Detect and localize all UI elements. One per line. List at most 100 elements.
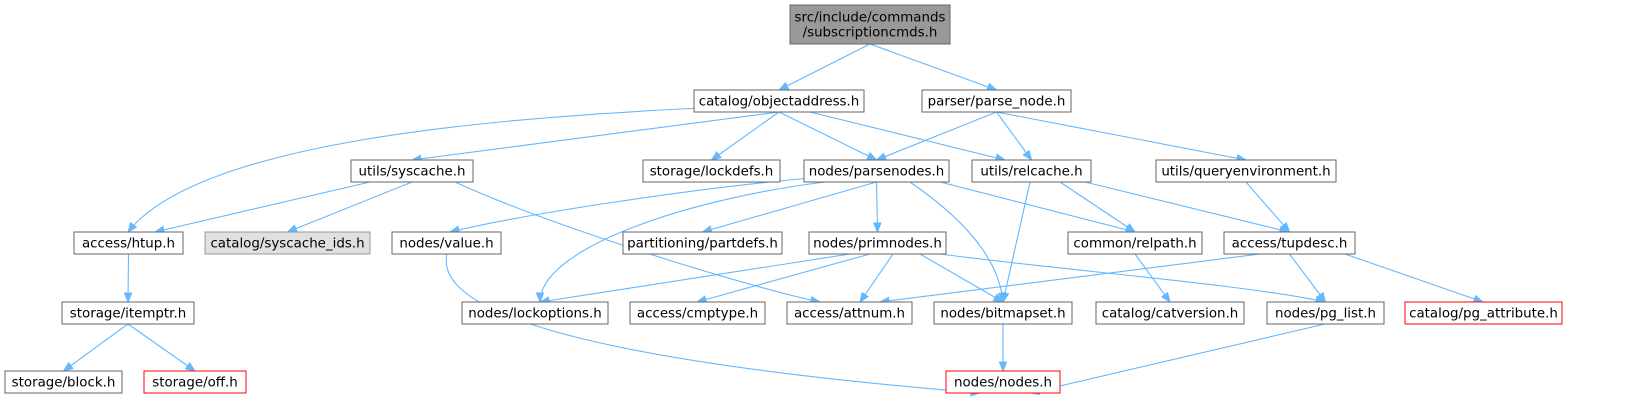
edge-relcache-to-bitmapset — [1000, 181, 1031, 304]
edge-line — [1344, 253, 1484, 303]
node-box — [1404, 301, 1563, 325]
node-box — [629, 301, 766, 325]
node-root: src/include/commands/subscriptioncmds.h — [789, 4, 951, 45]
node-label: nodes/pg_list.h — [1275, 307, 1376, 322]
node-pg_attribute[interactable]: catalog/pg_attribute.h — [1404, 301, 1563, 325]
edge-line — [696, 253, 871, 303]
edge-line — [879, 253, 1261, 303]
edge-line — [1134, 253, 1171, 303]
node-value[interactable]: nodes/value.h — [391, 231, 502, 255]
edge-line — [939, 181, 1136, 233]
node-label: storage/itemptr.h — [70, 307, 186, 322]
node-label: nodes/bitmapset.h — [940, 307, 1065, 322]
node-label: parser/parse_node.h — [928, 95, 1066, 110]
node-itemptr[interactable]: storage/itemptr.h — [61, 301, 195, 325]
node-catversion[interactable]: catalog/catversion.h — [1095, 301, 1245, 325]
node-box — [945, 370, 1061, 394]
node-objectaddress[interactable]: catalog/objectaddress.h — [693, 89, 865, 113]
edge-line — [1084, 181, 1290, 233]
edge-arrowhead — [872, 222, 882, 234]
node-label: catalog/objectaddress.h — [699, 95, 860, 110]
node-syscache_ids[interactable]: catalog/syscache_ids.h — [204, 231, 371, 255]
edge-queryenv-to-tupdesc — [1245, 181, 1291, 234]
node-parsenodes[interactable]: nodes/parsenodes.h — [803, 159, 950, 183]
edge-line — [869, 43, 997, 91]
node-relcache[interactable]: utils/relcache.h — [971, 159, 1092, 183]
edge-line — [63, 323, 129, 372]
node-label: catalog/syscache_ids.h — [210, 237, 364, 252]
node-box — [921, 89, 1072, 113]
node-lockdefs[interactable]: storage/lockdefs.h — [642, 159, 781, 183]
edge-arrowhead — [1022, 149, 1033, 162]
node-partdefs[interactable]: partitioning/partdefs.h — [622, 231, 783, 255]
node-box — [803, 159, 950, 183]
node-box — [4, 370, 123, 394]
node-parse_node[interactable]: parser/parse_node.h — [921, 89, 1072, 113]
node-cmptype[interactable]: access/cmptype.h — [629, 301, 766, 325]
edge-syscache-to-htup — [153, 181, 371, 235]
edge-line — [919, 253, 1004, 303]
edge-relpath-to-catversion — [1134, 253, 1171, 304]
edge-parse_node-to-queryenv — [996, 111, 1248, 163]
edge-line — [1029, 323, 1326, 394]
edge-primnodes-to-cmptype — [695, 253, 871, 304]
node-tupdesc[interactable]: access/tupdesc.h — [1223, 231, 1356, 255]
edge-line — [449, 177, 811, 233]
node-off[interactable]: storage/off.h — [143, 370, 247, 394]
node-label: nodes/value.h — [399, 237, 493, 252]
edge-line — [127, 107, 701, 233]
edge-objectaddress-to-parsenodes — [778, 111, 878, 161]
edge-primnodes-to-bitmapset — [919, 253, 1005, 303]
edge-line — [996, 111, 1247, 161]
node-primnodes[interactable]: nodes/primnodes.h — [808, 231, 947, 255]
node-box — [1095, 301, 1245, 325]
edge-parsenodes-to-partdefs — [701, 181, 877, 234]
node-label: utils/relcache.h — [980, 165, 1082, 180]
node-lockoptions[interactable]: nodes/lockoptions.h — [461, 301, 609, 325]
edge-tupdesc-to-pg_list — [1289, 253, 1327, 304]
edge-itemptr-to-block — [62, 323, 129, 372]
node-queryenv[interactable]: utils/queryenvironment.h — [1155, 159, 1337, 183]
edge-arrowhead — [1472, 294, 1485, 303]
node-label: access/tupdesc.h — [1232, 237, 1348, 252]
edge-arrowhead — [986, 82, 998, 91]
edge-itemptr-to-off — [127, 323, 197, 372]
node-box — [350, 159, 474, 183]
edge-arrowhead — [777, 81, 790, 91]
edge-arrowhead — [1316, 291, 1327, 304]
node-block[interactable]: storage/block.h — [4, 370, 123, 394]
node-bitmapset[interactable]: nodes/bitmapset.h — [933, 301, 1073, 325]
node-nodes[interactable]: nodes/nodes.h — [945, 370, 1061, 394]
node-relpath[interactable]: common/relpath.h — [1067, 231, 1203, 255]
node-box — [1266, 301, 1385, 325]
edge-arrowhead — [992, 293, 1005, 303]
edge-arrowhead — [1279, 221, 1291, 234]
edge-syscache-to-syscache_ids — [286, 181, 413, 233]
node-label: utils/queryenvironment.h — [1161, 165, 1330, 180]
edge-line — [539, 253, 851, 303]
node-label: access/cmptype.h — [637, 307, 758, 322]
node-label: catalog/pg_attribute.h — [1409, 307, 1558, 322]
node-label: nodes/primnodes.h — [813, 237, 942, 252]
edge-arrowhead — [1160, 291, 1171, 304]
edge-arrowhead — [127, 221, 138, 234]
node-box — [461, 301, 609, 325]
edge-parsenodes-to-lockoptions — [535, 181, 826, 304]
node-box — [61, 301, 195, 325]
node-htup[interactable]: access/htup.h — [73, 231, 184, 255]
edge-tupdesc-to-pg_attribute — [1344, 253, 1485, 303]
edge-parse_node-to-parsenodes — [875, 111, 997, 161]
node-attnum[interactable]: access/attnum.h — [786, 301, 913, 325]
node-box — [1223, 231, 1356, 255]
node-label: access/htup.h — [82, 237, 175, 252]
edge-line — [1289, 253, 1326, 303]
edge-line — [154, 181, 371, 233]
node-syscache[interactable]: utils/syscache.h — [350, 159, 474, 183]
edge-line — [778, 43, 871, 91]
node-pg_list[interactable]: nodes/pg_list.h — [1266, 301, 1385, 325]
edge-line — [939, 253, 1326, 303]
edge-objectaddress-to-syscache — [410, 111, 780, 164]
node-label: storage/block.h — [12, 376, 116, 391]
edge-line — [859, 253, 894, 303]
